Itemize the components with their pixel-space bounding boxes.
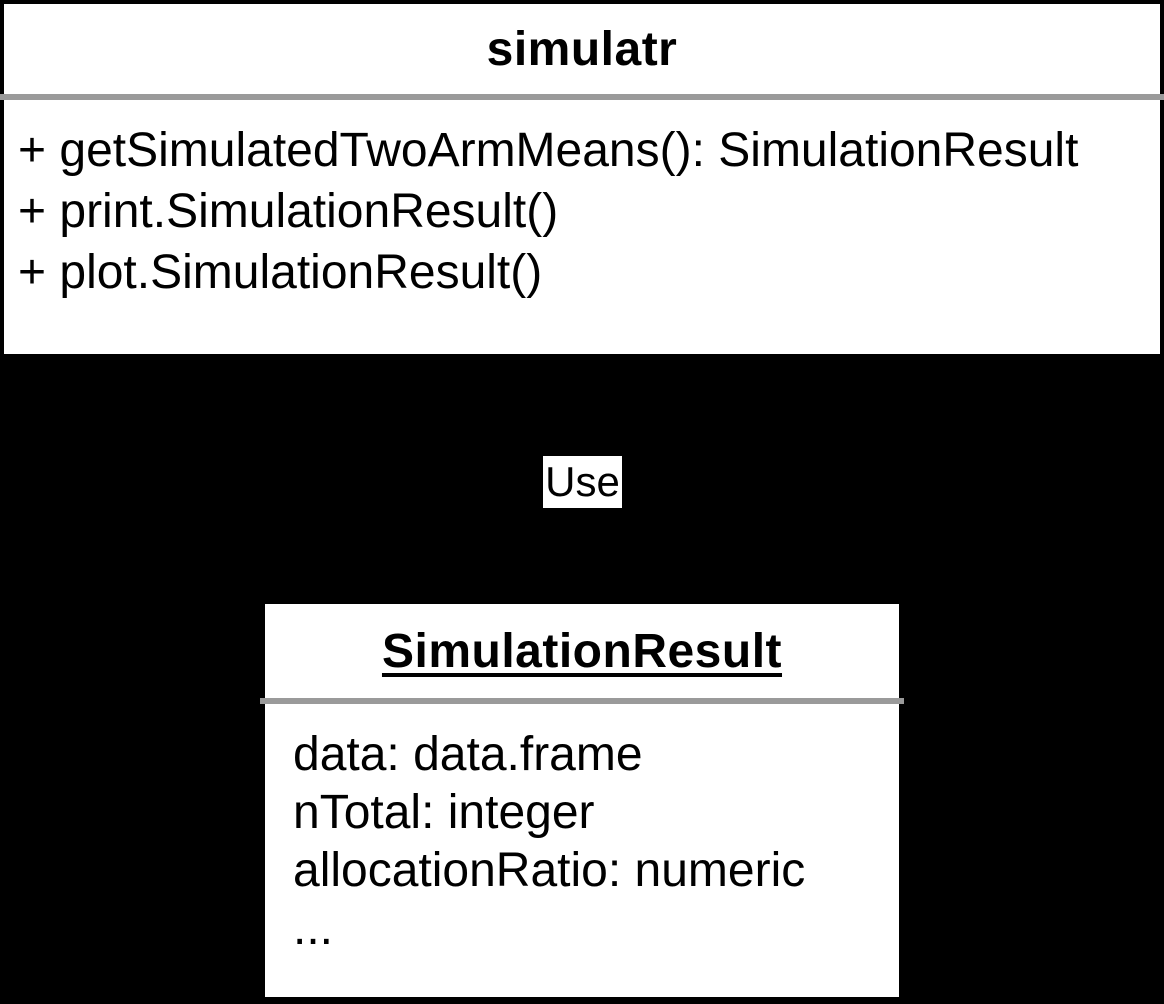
class-box-simulatr: simulatr + getSimulatedTwoArmMeans(): Si… — [0, 0, 1164, 358]
class-title-simulatr: simulatr — [486, 22, 678, 76]
class-title-divider — [0, 94, 1164, 100]
class-box-simulationresult: SimulationResult data: data.frame nTotal… — [260, 603, 904, 998]
class-member-list: data: data.frame nTotal: integer allocat… — [265, 704, 899, 958]
class-method: + print.SimulationResult() — [18, 185, 559, 238]
class-title-simulationresult: SimulationResult — [381, 624, 783, 678]
class-method: + plot.SimulationResult() — [18, 246, 543, 299]
class-attribute-ellipsis: ... — [293, 902, 334, 955]
class-attribute: nTotal: integer — [293, 786, 595, 839]
class-attribute: allocationRatio: numeric — [293, 844, 806, 897]
class-member-list: + getSimulatedTwoArmMeans(): SimulationR… — [4, 100, 1160, 303]
class-method: + getSimulatedTwoArmMeans(): SimulationR… — [18, 124, 1079, 177]
relationship-label-use: Use — [543, 456, 622, 508]
class-attribute: data: data.frame — [293, 728, 643, 781]
class-title-divider — [260, 698, 904, 704]
